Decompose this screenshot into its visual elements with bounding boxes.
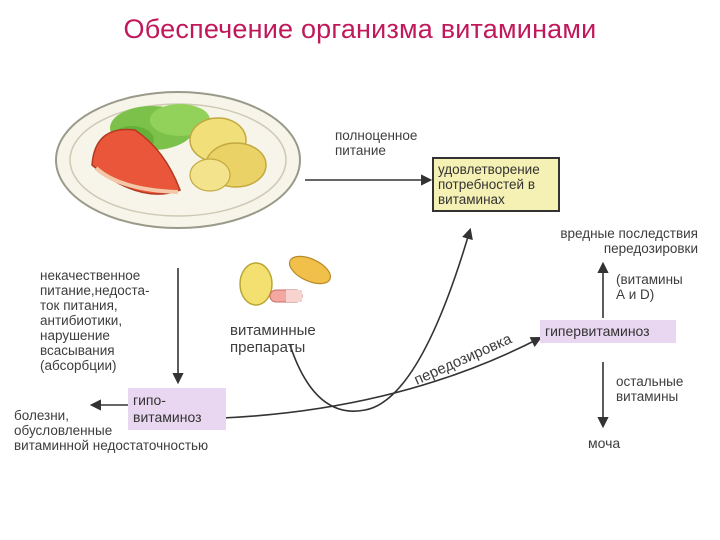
hypovitaminosis-box: гипо- витаминоз (128, 388, 226, 430)
diseases-label: болезни, обусловленные витаминной недост… (14, 408, 209, 453)
vitamin-pills-icon (239, 255, 332, 306)
harmful-effects-label: вредные последствия передозировки (560, 226, 698, 256)
other-vitamins-label: остальные витамины (616, 374, 684, 404)
potato-icon (189, 117, 267, 192)
hypervitaminosis-box: гипервитаминоз (540, 320, 676, 343)
page-title: Обеспечение организма витаминами (123, 14, 597, 44)
poor-nutrition-label: некачественное питание,недоста- ток пита… (40, 268, 150, 373)
full-nutrition-label: полноценное питание (335, 128, 418, 158)
satisfaction-box: удовлетворение потребностей в витаминах (432, 157, 560, 212)
vitamin-preparations-label: витаминные препараты (230, 322, 316, 356)
urine-label: моча (588, 435, 621, 451)
arrow-preparations-to-satisfaction (289, 227, 473, 412)
food-plate-illustration (55, 91, 301, 229)
ham-slice-icon (91, 128, 181, 195)
vitamins-ad-label: (витамины А и D) (616, 272, 683, 302)
arrow-hypo-to-hyper (221, 336, 542, 419)
